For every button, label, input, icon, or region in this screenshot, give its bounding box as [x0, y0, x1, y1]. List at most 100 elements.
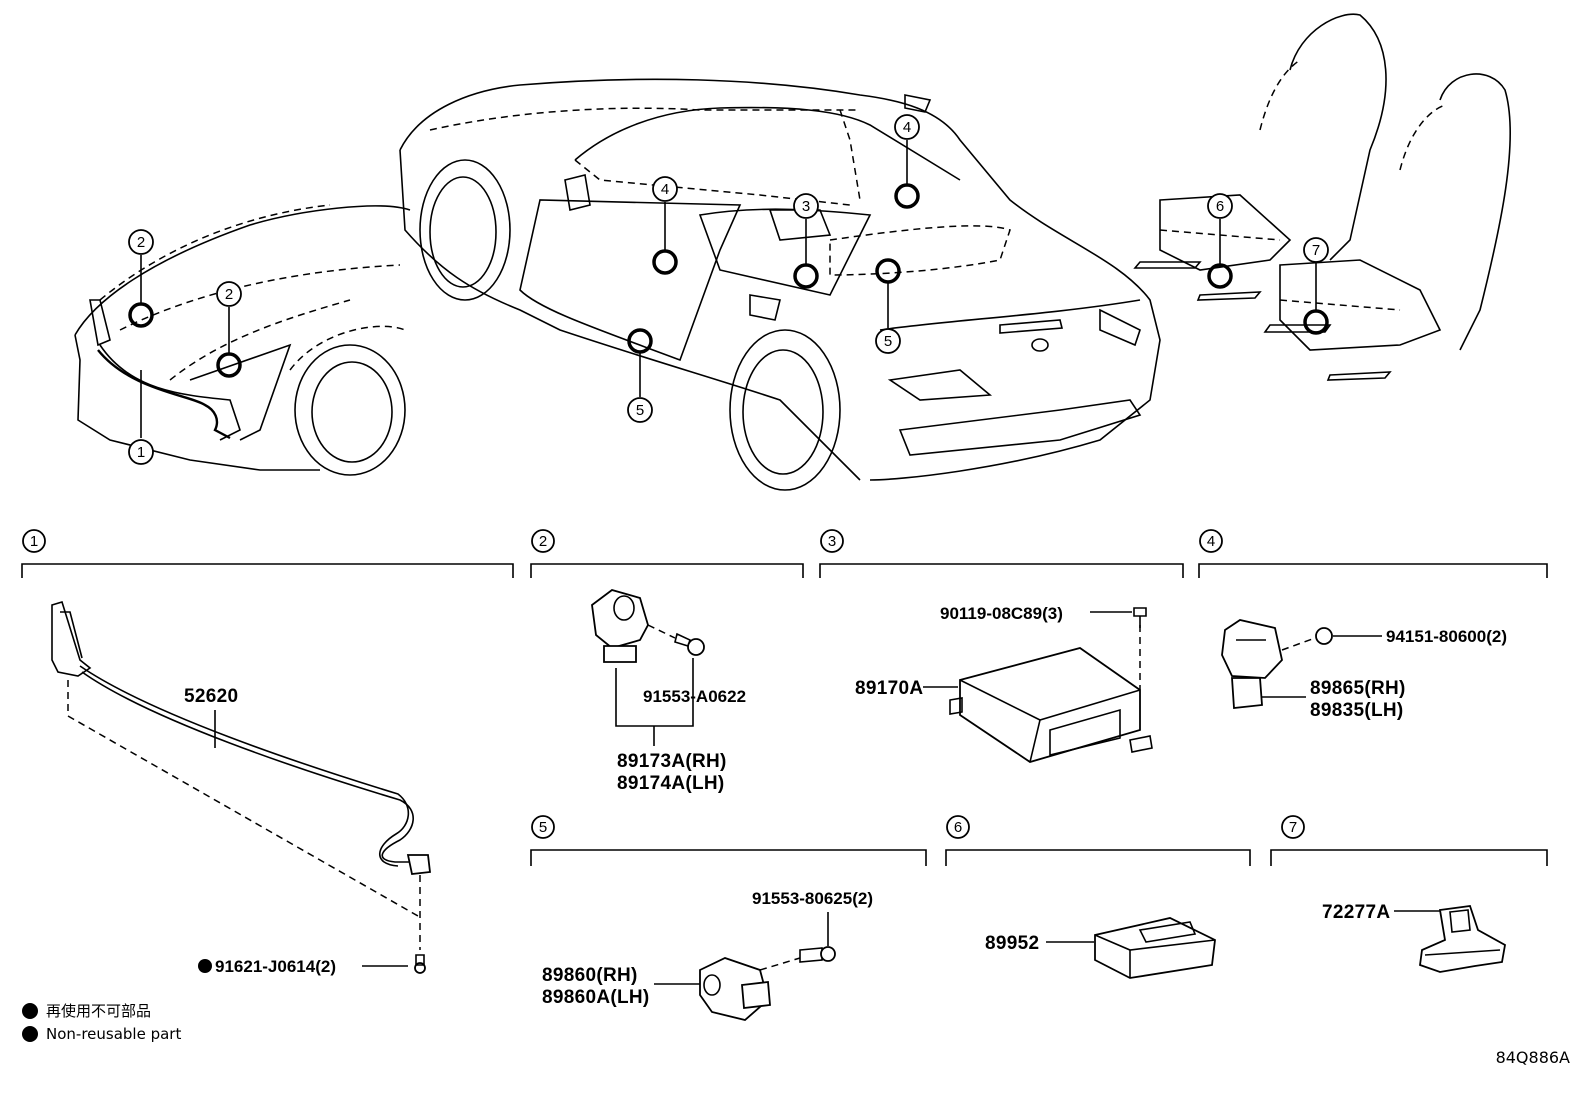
callout-car-3: 3 — [793, 193, 819, 289]
seats-illustration — [1133, 13, 1512, 381]
part-number-90119-08C89[interactable]: 90119-08C89(3) — [940, 604, 1063, 623]
part-number-91553-80625[interactable]: 91553-80625(2) — [752, 889, 873, 908]
part-number-89860-RH[interactable]: 89860(RH) — [542, 965, 638, 986]
callout-number: 4 — [903, 119, 911, 136]
location-marker — [875, 258, 901, 284]
callout-seat-7: 7 — [1303, 237, 1329, 335]
non-reusable-dot-icon — [22, 1002, 38, 1019]
location-marker — [627, 328, 653, 354]
section-bracket — [530, 849, 927, 866]
part-89170A-ecu-illustration — [949, 607, 1153, 763]
section-bracket — [1198, 563, 1548, 578]
callout-circle — [894, 114, 920, 140]
part-89173A-sensor-illustration — [591, 589, 705, 663]
part-89865-sensor-illustration — [1221, 619, 1333, 709]
location-marker — [128, 302, 154, 328]
callout-circle — [652, 176, 678, 202]
section-number: 5 — [539, 819, 547, 836]
section-number: 4 — [1207, 533, 1215, 550]
part-72277A-bracket-illustration — [1419, 905, 1506, 973]
section-1-header: 1 — [21, 529, 514, 578]
section-number: 3 — [828, 533, 836, 550]
callout-car-5b: 5 — [627, 328, 653, 423]
callout-circle — [1207, 193, 1233, 219]
part-89952-module-illustration — [1094, 917, 1216, 979]
section-number-circle — [820, 529, 844, 553]
part-number-91621-J0614[interactable]: 91621-J0614(2) — [215, 957, 336, 976]
callout-circle — [128, 439, 154, 465]
callout-number: 2 — [225, 286, 233, 303]
part-number-89835-LH[interactable]: 89835(LH) — [1310, 700, 1404, 721]
section-number: 7 — [1289, 819, 1297, 836]
section-2-header: 2 — [530, 529, 804, 578]
location-marker — [652, 249, 678, 275]
section-7-header: 7 — [1270, 815, 1548, 866]
location-marker — [894, 183, 920, 209]
section-number-circle — [1199, 529, 1223, 553]
part-89860-sensor-illustration — [699, 946, 836, 1021]
part-number-89860A-LH[interactable]: 89860A(LH) — [542, 987, 650, 1008]
callout-circle — [216, 281, 242, 307]
callout-circle — [793, 193, 819, 219]
section-3-header: 3 — [819, 529, 1184, 578]
callout-circle — [875, 328, 901, 354]
section-4-header: 4 — [1198, 529, 1548, 578]
part-number-89170A[interactable]: 89170A — [855, 678, 923, 699]
part-number-94151-80600[interactable]: 94151-80600(2) — [1386, 627, 1507, 646]
section-5-header: 5 — [530, 815, 927, 866]
section-number-circle — [531, 815, 555, 839]
non-reusable-marker — [198, 959, 212, 973]
legend-row-english: Non-reusable part — [22, 1025, 181, 1043]
callout-number: 4 — [661, 181, 669, 198]
callout-number: 1 — [137, 444, 145, 461]
section-number: 2 — [539, 533, 547, 550]
callout-number: 7 — [1312, 242, 1320, 259]
part-number-91553-A0622[interactable]: 91553-A0622 — [643, 687, 746, 706]
location-marker — [1303, 309, 1329, 335]
section-bracket — [530, 563, 804, 578]
callout-car-4b: 4 — [894, 114, 920, 209]
section-bracket — [1270, 849, 1548, 866]
callout-circle — [627, 397, 653, 423]
callout-front-1: 1 — [128, 370, 154, 465]
part-number-72277A[interactable]: 72277A — [1322, 902, 1390, 923]
section-number-circle — [1281, 815, 1305, 839]
section-bracket — [819, 563, 1184, 578]
callout-front-2b: 2 — [216, 281, 242, 378]
callout-seat-6: 6 — [1207, 193, 1233, 289]
section-number: 1 — [30, 533, 38, 550]
legend-text-japanese: 再使用不可部品 — [46, 1002, 152, 1020]
location-marker — [1207, 263, 1233, 289]
section-number: 6 — [954, 819, 962, 836]
vehicle-illustration — [399, 78, 1161, 491]
section-number-circle — [531, 529, 555, 553]
callout-number: 2 — [137, 234, 145, 251]
part-number-89173A-RH[interactable]: 89173A(RH) — [617, 751, 727, 772]
callout-car-5a: 5 — [875, 258, 901, 354]
legend-text-english: Non-reusable part — [46, 1025, 182, 1043]
callout-front-2a: 2 — [128, 229, 154, 328]
callout-number: 6 — [1216, 198, 1224, 215]
front-bumper-illustration — [74, 204, 411, 476]
location-marker — [216, 352, 242, 378]
part-number-89174A-LH[interactable]: 89174A(LH) — [617, 773, 725, 794]
callout-number: 5 — [884, 333, 892, 350]
part-number-89865-RH[interactable]: 89865(RH) — [1310, 678, 1406, 699]
location-marker — [793, 263, 819, 289]
diagram-reference-code: 84Q886A — [1495, 1048, 1570, 1067]
section-number-circle — [946, 815, 970, 839]
callout-number: 5 — [636, 402, 644, 419]
part-number-52620[interactable]: 52620 — [184, 686, 238, 707]
callout-circle — [1303, 237, 1329, 263]
callout-circle — [128, 229, 154, 255]
part-number-89952[interactable]: 89952 — [985, 933, 1039, 954]
callout-car-4a: 4 — [652, 176, 678, 275]
callout-number: 3 — [802, 198, 810, 215]
section-number-circle — [22, 529, 46, 553]
legend-row-japanese: 再使用不可部品 — [22, 1000, 151, 1021]
non-reusable-dot-icon — [22, 1026, 38, 1042]
section-bracket — [21, 563, 514, 578]
part-52620-wire-illustration — [51, 601, 431, 974]
section-bracket — [945, 849, 1251, 866]
